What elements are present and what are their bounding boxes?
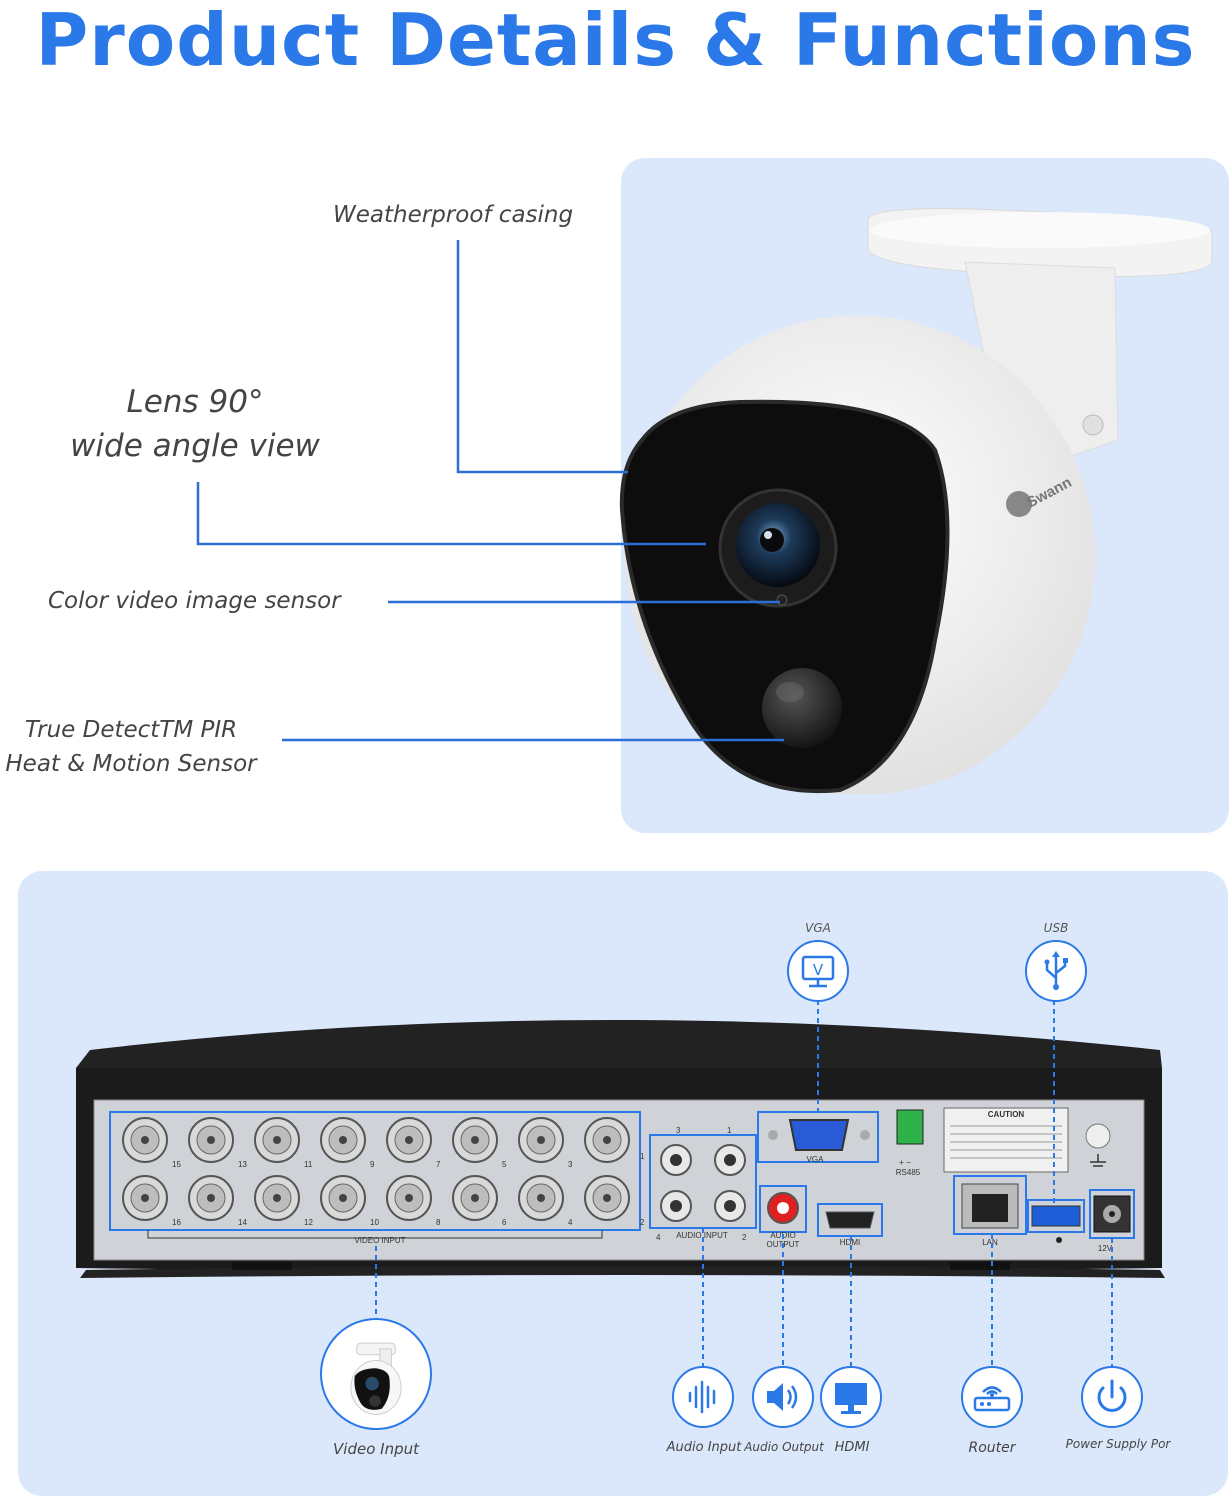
audio-input-panel-label: AUDIO INPUT bbox=[676, 1231, 728, 1240]
channel-number-11: 11 bbox=[304, 1160, 313, 1169]
hdmi-label: HDMI bbox=[834, 1440, 870, 1455]
vga-port bbox=[768, 1119, 870, 1151]
audio-number-1: 1 bbox=[727, 1126, 732, 1135]
bnc-pin bbox=[471, 1136, 479, 1144]
rs485-panel-label: RS485 bbox=[895, 1168, 921, 1177]
channel-number-6: 6 bbox=[502, 1218, 507, 1227]
power-supply-label: Power Supply Por bbox=[1065, 1437, 1171, 1451]
callout-weatherproof: Weatherproof casing bbox=[333, 202, 574, 228]
router-icon bbox=[961, 1366, 1023, 1428]
channel-number-5: 5 bbox=[502, 1160, 507, 1169]
bnc-connectors bbox=[122, 1117, 630, 1221]
bnc-pin bbox=[405, 1136, 413, 1144]
row-number-1: 1 bbox=[640, 1152, 645, 1161]
bnc-pin bbox=[273, 1194, 281, 1202]
vga-icon: V bbox=[787, 940, 849, 1002]
callout-lens-line1: Lens 90° bbox=[126, 384, 264, 420]
bnc-pin bbox=[207, 1136, 215, 1144]
channel-number-13: 13 bbox=[238, 1160, 247, 1169]
callout-color-sensor: Color video image sensor bbox=[48, 588, 341, 614]
callout-lens: Lens 90° wide angle view bbox=[60, 380, 330, 468]
audio-number-4: 4 bbox=[656, 1233, 661, 1242]
channel-number-12: 12 bbox=[304, 1218, 313, 1227]
hdmi-panel-label: HDMI bbox=[839, 1238, 861, 1247]
video-input-camera-icon bbox=[320, 1318, 432, 1430]
callout-pir-line1: True DetectTM PIR bbox=[24, 717, 238, 743]
bnc-pin bbox=[537, 1136, 545, 1144]
svg-text:V: V bbox=[813, 961, 824, 979]
router-label: Router bbox=[968, 1440, 1016, 1456]
channel-number-9: 9 bbox=[370, 1160, 375, 1169]
rs485-pins-label: + − bbox=[899, 1158, 911, 1167]
audio-input-icon bbox=[672, 1366, 734, 1428]
callout-pir: True DetectTM PIR Heat & Motion Sensor bbox=[0, 713, 262, 781]
caution-label: CAUTION bbox=[987, 1110, 1025, 1119]
channel-number-4: 4 bbox=[568, 1218, 573, 1227]
bnc-pin bbox=[141, 1136, 149, 1144]
callout-lens-line2: wide angle view bbox=[70, 428, 320, 464]
channel-number-14: 14 bbox=[238, 1218, 247, 1227]
audio-output-jack bbox=[767, 1192, 799, 1224]
channel-number-16: 16 bbox=[172, 1218, 181, 1227]
channel-number-15: 15 bbox=[172, 1160, 181, 1169]
bnc-pin bbox=[537, 1194, 545, 1202]
channel-number-10: 10 bbox=[370, 1218, 379, 1227]
bnc-pin bbox=[471, 1194, 479, 1202]
power-icon bbox=[1081, 1366, 1143, 1428]
channel-number-8: 8 bbox=[436, 1218, 441, 1227]
bnc-pin bbox=[141, 1194, 149, 1202]
hdmi-monitor-icon bbox=[820, 1366, 882, 1428]
vga-panel-label: VGA bbox=[806, 1155, 824, 1164]
bnc-pin bbox=[207, 1194, 215, 1202]
audio-input-jacks bbox=[660, 1144, 746, 1222]
page-title: Product Details & Functions bbox=[35, 0, 1196, 82]
power-panel-label: 12V bbox=[1097, 1244, 1113, 1253]
usb-top-label: USB bbox=[1043, 921, 1069, 935]
channel-number-3: 3 bbox=[568, 1160, 573, 1169]
bnc-pin bbox=[339, 1194, 347, 1202]
vga-top-label: VGA bbox=[805, 921, 831, 935]
lan-panel-label: LAN bbox=[982, 1238, 998, 1247]
audio-output-label: Audio Output bbox=[744, 1440, 824, 1454]
row-number-2: 2 bbox=[640, 1218, 645, 1227]
usb-icon bbox=[1025, 940, 1087, 1002]
bnc-pin bbox=[273, 1136, 281, 1144]
bnc-pin bbox=[339, 1136, 347, 1144]
audio-output-icon bbox=[752, 1366, 814, 1428]
bnc-pin bbox=[603, 1194, 611, 1202]
bnc-pin bbox=[405, 1194, 413, 1202]
video-input-panel-label: VIDEO INPUT bbox=[354, 1236, 406, 1245]
video-input-label: Video Input bbox=[333, 1440, 419, 1458]
audio-number-3: 3 bbox=[676, 1126, 681, 1135]
callout-pir-line2: Heat & Motion Sensor bbox=[5, 751, 257, 777]
bnc-pin bbox=[603, 1136, 611, 1144]
channel-number-7: 7 bbox=[436, 1160, 441, 1169]
audio-input-label: Audio Input bbox=[666, 1440, 742, 1455]
audio-number-2: 2 bbox=[742, 1233, 747, 1242]
